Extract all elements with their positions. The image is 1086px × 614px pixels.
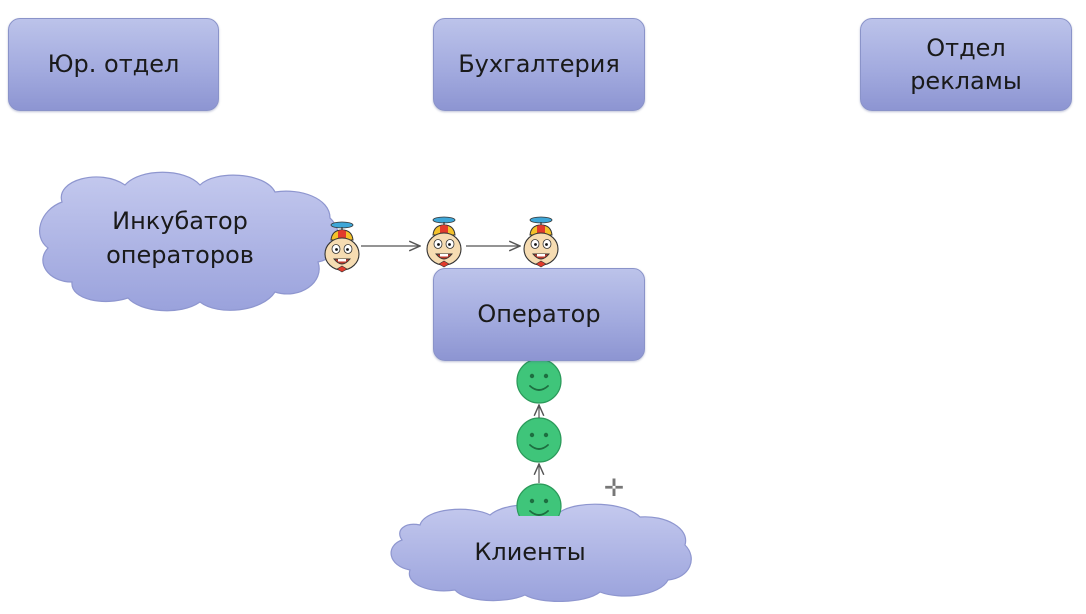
operator-character-icon xyxy=(426,216,462,268)
plus-cursor-icon: ✛ xyxy=(604,474,625,502)
dept-advertising-label: Отдел рекламы xyxy=(910,34,1022,95)
incubator-cloud xyxy=(39,171,340,312)
operator-character-icon xyxy=(523,216,559,268)
dept-accounting-label: Бухгалтерия xyxy=(458,50,620,79)
dept-legal-box: Юр. отдел xyxy=(8,18,219,111)
operator-label: Оператор xyxy=(477,300,601,329)
clients-label: Клиенты xyxy=(474,538,586,566)
client-smiley-icon xyxy=(516,358,562,404)
dept-legal-label: Юр. отдел xyxy=(47,50,180,79)
incubator-label: Инкубатор операторов xyxy=(106,207,254,269)
operator-box: Оператор xyxy=(433,268,645,361)
client-smiley-icon xyxy=(516,417,562,463)
dept-accounting-box: Бухгалтерия xyxy=(433,18,645,111)
dept-advertising-box: Отдел рекламы xyxy=(860,18,1072,111)
